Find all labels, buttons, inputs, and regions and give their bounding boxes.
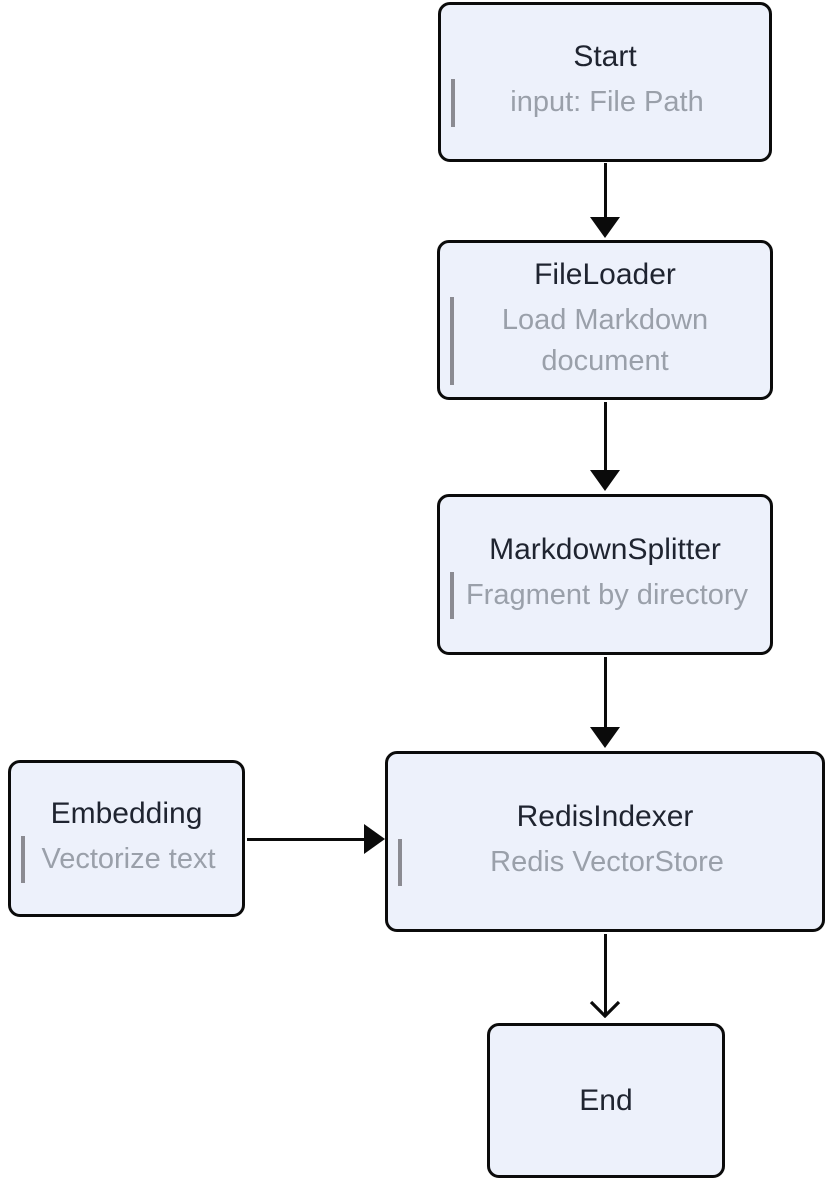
arrowhead-down-icon — [590, 727, 620, 748]
edge-embedding-to-redisindexer — [247, 824, 385, 854]
node-start: Start input: File Path — [438, 2, 772, 162]
arrowhead-down-icon — [590, 470, 620, 491]
node-redisindexer-subtitle: Redis VectorStore — [398, 838, 812, 886]
edge-line — [603, 163, 607, 217]
edge-line — [247, 837, 364, 841]
node-embedding-title: Embedding — [50, 796, 203, 830]
node-end: End — [487, 1023, 725, 1178]
node-markdownsplitter-subtitle: Fragment by directory — [450, 571, 760, 619]
node-markdownsplitter-title: MarkdownSplitter — [489, 532, 721, 566]
edge-line — [603, 402, 607, 470]
arrowhead-right-icon — [364, 824, 385, 854]
edge-start-to-fileloader — [590, 163, 620, 238]
arrowhead-down-icon — [590, 217, 620, 238]
node-fileloader-title: FileLoader — [534, 258, 676, 292]
node-markdownsplitter: MarkdownSplitter Fragment by directory — [437, 494, 773, 655]
node-start-title: Start — [573, 40, 637, 74]
node-start-subtitle: input: File Path — [451, 79, 759, 127]
arrowhead-chevron-down-icon — [589, 1000, 621, 1018]
node-fileloader: FileLoader Load Markdown document — [437, 240, 773, 400]
node-fileloader-subtitle: Load Markdown document — [450, 297, 760, 385]
edge-redisindexer-to-end — [589, 934, 621, 1018]
node-embedding: Embedding Vectorize text — [8, 760, 245, 917]
edge-markdownsplitter-to-redisindexer — [590, 657, 620, 748]
node-end-title: End — [579, 1084, 633, 1117]
edge-fileloader-to-markdownsplitter — [590, 402, 620, 491]
edge-line — [603, 657, 607, 727]
node-embedding-subtitle: Vectorize text — [21, 835, 232, 883]
node-redisindexer-title: RedisIndexer — [516, 799, 694, 833]
node-redisindexer: RedisIndexer Redis VectorStore — [385, 751, 825, 932]
edge-line — [603, 934, 607, 1014]
